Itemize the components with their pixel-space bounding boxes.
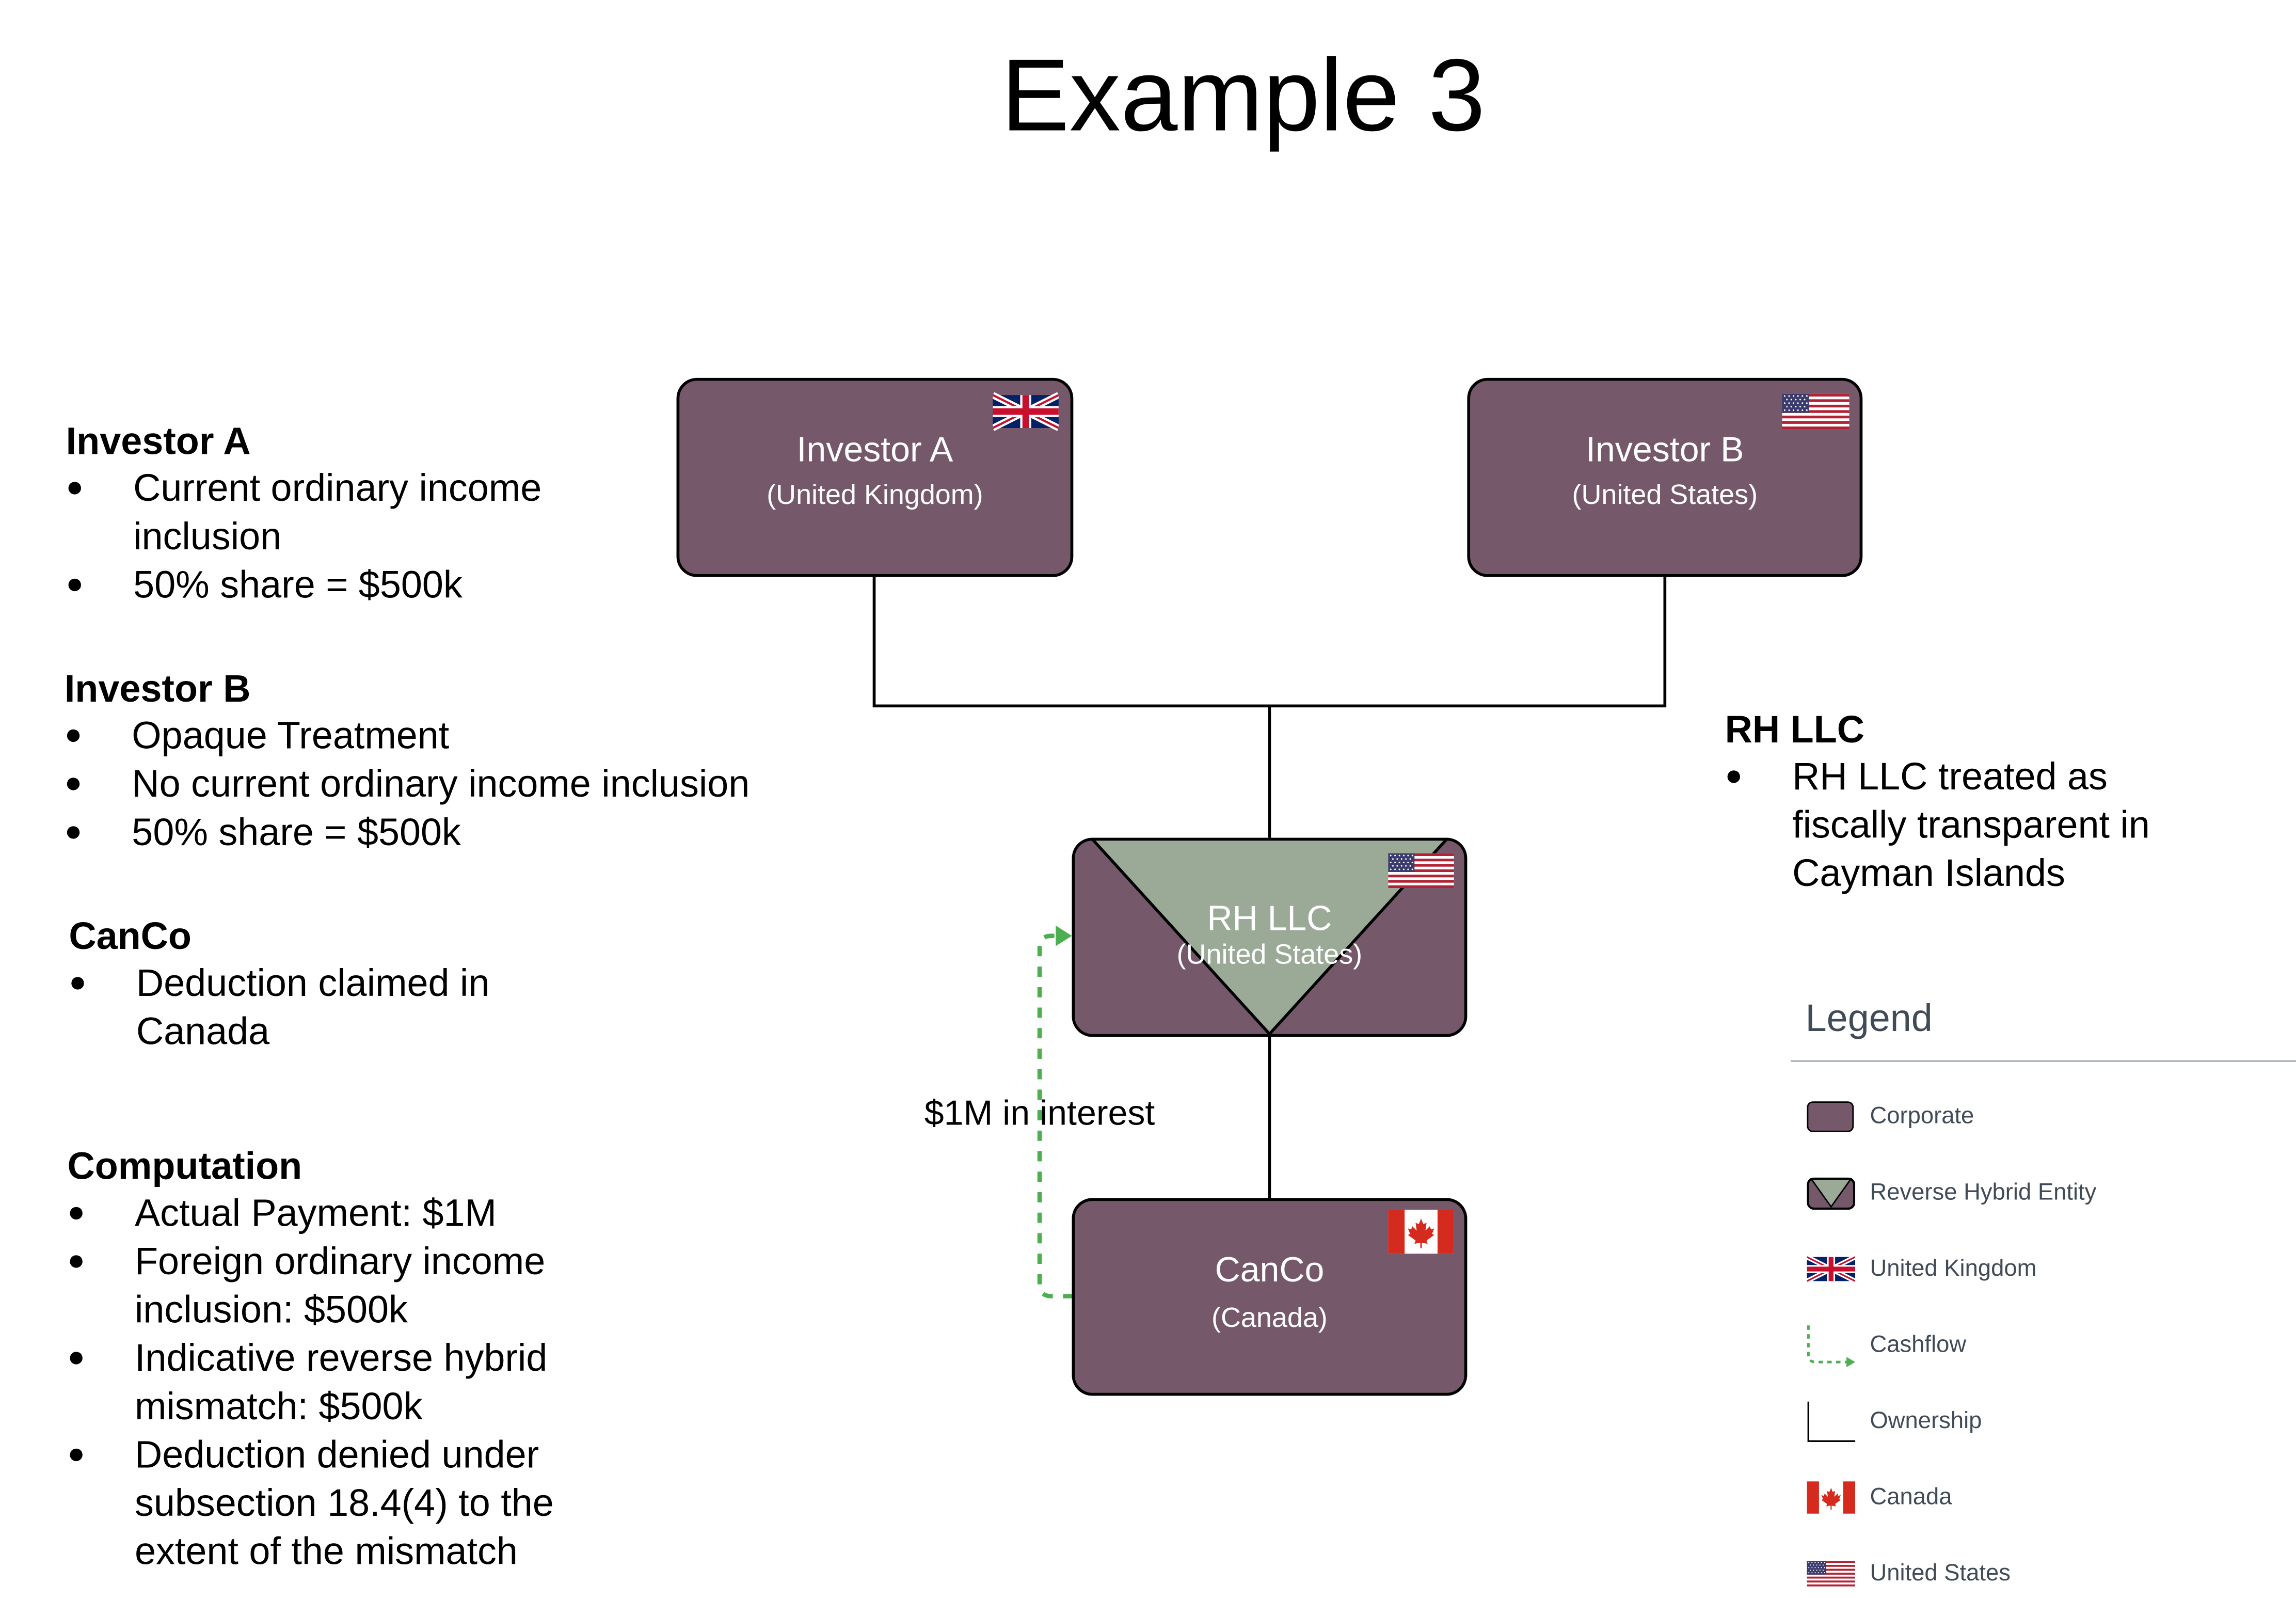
note-bullet: Foreign ordinary income inclusion: $500k	[67, 1238, 609, 1334]
legend-label: Corporate	[1870, 1104, 1974, 1130]
note-canco: CanCo Deduction claimed in Canada	[69, 914, 655, 1056]
legend-label: Reverse Hybrid Entity	[1870, 1180, 2097, 1206]
note-rh-llc: RH LLC RH LLC treated as fiscally transp…	[1725, 707, 2223, 898]
note-bullet: Deduction claimed in Canada	[69, 959, 552, 1056]
us-flag-icon	[1782, 393, 1849, 430]
canada-flag-icon	[1807, 1481, 1856, 1514]
note-heading: Investor B	[64, 666, 251, 710]
uk-flag-icon	[993, 388, 1059, 435]
cashflow-label: $1M in interest	[924, 1094, 1155, 1134]
entity-name: RH LLC	[1207, 899, 1332, 939]
entity-name: CanCo	[1215, 1250, 1325, 1291]
us-flag-icon	[1807, 1561, 1856, 1587]
note-bullet: Opaque Treatment	[65, 712, 826, 761]
cashflow-arrow	[1037, 933, 1074, 1298]
note-investor-a: Investor A Current ordinary income inclu…	[66, 419, 652, 609]
note-bullet: 50% share = $500k	[65, 809, 826, 857]
entity-jurisdiction: (United States)	[1176, 940, 1363, 971]
us-flag-icon	[1388, 853, 1454, 889]
legend-title: Legend	[1805, 995, 1933, 1040]
uk-flag-icon	[1807, 1245, 1855, 1293]
cashflow-arrowhead	[1056, 925, 1072, 946]
entity-jurisdiction: (Canada)	[1211, 1303, 1328, 1335]
ownership-icon	[1807, 1401, 1856, 1443]
cashflow-icon	[1807, 1325, 1856, 1368]
note-bullet: Deduction denied under subsection 18.4(4…	[67, 1431, 609, 1576]
note-investor-b: Investor B Opaque Treatment No current o…	[65, 667, 826, 857]
entity-name: Investor B	[1586, 430, 1744, 470]
page-title: Example 3	[1001, 38, 1486, 153]
ownership-line-investors	[872, 575, 1667, 708]
reverse-hybrid-triangle	[1091, 841, 1447, 1034]
entity-jurisdiction: (United Kingdom)	[767, 480, 983, 512]
note-computation: Computation Actual Payment: $1M Foreign …	[67, 1144, 653, 1576]
note-bullet: RH LLC treated as fiscally transparent i…	[1725, 753, 2194, 898]
entity-rh-llc[interactable]: RH LLC (United States)	[1072, 837, 1468, 1037]
entity-jurisdiction: (United States)	[1572, 480, 1758, 512]
note-bullet: 50% share = $500k	[66, 561, 593, 609]
note-heading: CanCo	[69, 914, 192, 958]
note-heading: Investor A	[66, 419, 251, 463]
note-bullet: Actual Payment: $1M	[67, 1189, 609, 1238]
legend-label: Canada	[1870, 1485, 1952, 1510]
corporate-icon	[1807, 1101, 1854, 1132]
note-bullet: Current ordinary income inclusion	[66, 464, 593, 561]
legend-label: United Kingdom	[1870, 1256, 2037, 1282]
legend-label: Ownership	[1870, 1408, 1982, 1434]
reverse-hybrid-icon	[1807, 1177, 1856, 1210]
note-bullet: No current ordinary income inclusion	[65, 760, 826, 809]
canada-flag-icon	[1388, 1210, 1454, 1254]
note-bullet: Indicative reverse hybrid mismatch: $500…	[67, 1334, 609, 1431]
entity-name: Investor A	[796, 430, 953, 470]
legend-label: United States	[1870, 1561, 2011, 1587]
note-heading: RH LLC	[1725, 707, 1865, 752]
note-heading: Computation	[67, 1144, 302, 1188]
legend-divider	[1791, 1060, 2296, 1062]
legend-label: Cashflow	[1870, 1333, 1967, 1358]
